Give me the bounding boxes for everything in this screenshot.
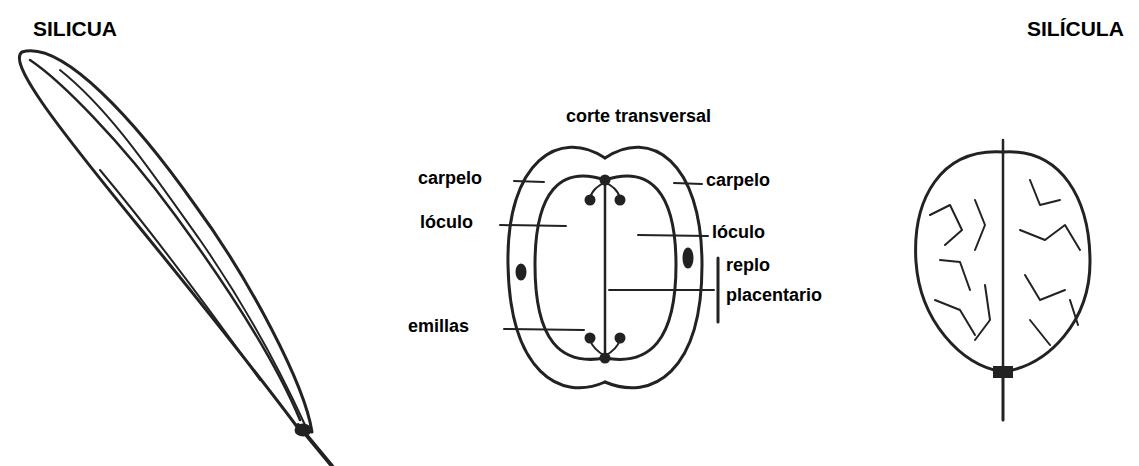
fruit-title: SILICUA: [33, 16, 117, 41]
part-label: lóculo: [420, 212, 473, 234]
fruit-title: SILÍCULA: [1027, 16, 1124, 41]
part-label: carpelo: [418, 168, 482, 190]
silicula-drawing: [916, 140, 1090, 420]
silicua-drawing: [19, 51, 332, 466]
part-label: emillas: [408, 316, 469, 338]
part-label: replo placentario: [726, 250, 846, 310]
part-label: lóculo: [712, 222, 765, 244]
section-title: corte transversal: [566, 106, 711, 128]
cross-section-drawing: [500, 147, 718, 388]
part-label: carpelo: [706, 170, 770, 192]
